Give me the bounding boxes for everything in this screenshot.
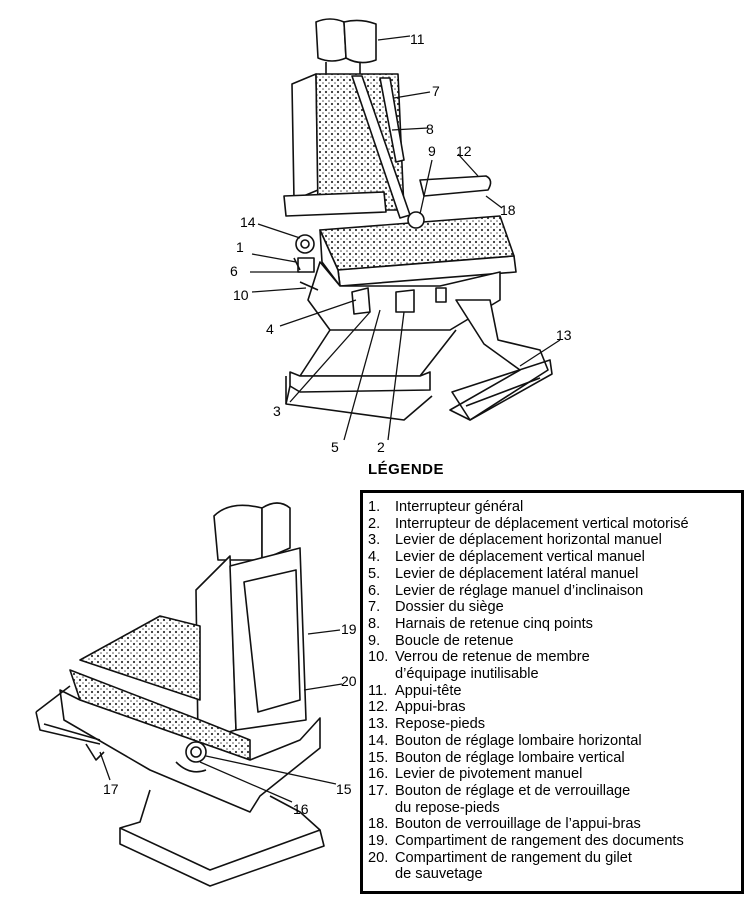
legend-item-number: 16. bbox=[368, 766, 389, 783]
legend-item-text: Bouton de réglage lombaire horizontal bbox=[395, 732, 642, 749]
callout-17: 17 bbox=[103, 781, 119, 797]
legend-item-text: Interrupteur de déplacement vertical mot… bbox=[395, 515, 689, 532]
legend-item: 11. Appui-tête bbox=[368, 683, 741, 700]
callout-15: 15 bbox=[336, 781, 352, 797]
legend-item-number: 10. bbox=[368, 649, 389, 666]
legend-item-number: 13. bbox=[368, 716, 389, 733]
legend-title: LÉGENDE bbox=[368, 461, 445, 478]
callout-11: 11 bbox=[410, 31, 425, 47]
legend-item: 13. Repose-pieds bbox=[368, 716, 741, 733]
legend-item: 19. Compartiment de rangement des documen… bbox=[368, 833, 741, 850]
legend-item-number: 18. bbox=[368, 816, 389, 833]
front-view-seat bbox=[250, 18, 561, 441]
legend-item-text: Levier de déplacement horizontal manuel bbox=[395, 532, 662, 549]
legend-item-number: 9. bbox=[368, 632, 381, 649]
legend-item: 9. Boucle de retenue bbox=[368, 633, 741, 650]
callout-10: 10 bbox=[233, 287, 249, 303]
legend-item-number: 14. bbox=[368, 732, 389, 749]
legend-item-number: 3. bbox=[368, 532, 381, 549]
callout-7: 7 bbox=[432, 83, 440, 99]
callout-14: 14 bbox=[240, 214, 256, 230]
legend-item-text-continued: d’équipage inutilisable bbox=[395, 666, 539, 683]
legend-item: 18. Bouton de verrouillage de l’appui-bra… bbox=[368, 816, 741, 833]
legend-item-number: 15. bbox=[368, 749, 389, 766]
legend-item-text: Interrupteur général bbox=[395, 499, 524, 515]
legend-item: 7. Dossier du siège bbox=[368, 599, 741, 616]
callout-9: 9 bbox=[428, 143, 436, 159]
legend-item: 14. Bouton de réglage lombaire horizontal bbox=[368, 733, 741, 750]
callout-18: 18 bbox=[500, 202, 516, 218]
legend-item: 4. Levier de déplacement vertical manuel bbox=[368, 549, 741, 566]
callout-13: 13 bbox=[556, 327, 572, 343]
legend-item-text: Appui-bras bbox=[395, 699, 466, 716]
legend-item-text: Dossier du siège bbox=[395, 599, 504, 616]
legend-item-text: Compartiment de rangement des documents bbox=[395, 833, 684, 850]
callout-1: 1 bbox=[236, 239, 244, 255]
legend-item-number: 7. bbox=[368, 599, 381, 616]
legend-item-text: Verrou de retenue de membre bbox=[395, 649, 590, 666]
legend-item: 5. Levier de déplacement latéral manuel bbox=[368, 566, 741, 583]
callout-16: 16 bbox=[293, 801, 309, 817]
legend-item-number: 17. bbox=[368, 782, 389, 799]
legend-item-text: Boucle de retenue bbox=[395, 632, 514, 649]
callout-5: 5 bbox=[331, 439, 339, 455]
callout-12: 12 bbox=[456, 143, 472, 159]
legend-item: 15. Bouton de réglage lombaire vertical bbox=[368, 750, 741, 767]
callout-3: 3 bbox=[273, 403, 281, 419]
legend-item-text: Bouton de verrouillage de l’appui-bras bbox=[395, 816, 641, 833]
legend-item-number: 20. bbox=[368, 849, 389, 866]
callout-8: 8 bbox=[426, 121, 434, 137]
legend-item: 3. Levier de déplacement horizontal manue… bbox=[368, 532, 741, 549]
callout-19: 19 bbox=[341, 621, 357, 637]
legend-item-number: 11. bbox=[368, 682, 388, 699]
legend-item-number: 6. bbox=[368, 582, 381, 599]
legend-item-number: 19. bbox=[368, 833, 389, 850]
legend-item-number: 12. bbox=[368, 699, 389, 716]
callout-2: 2 bbox=[377, 439, 385, 455]
legend-item: 6. Levier de réglage manuel d’inclinaison bbox=[368, 583, 741, 600]
legend-item: 16. Levier de pivotement manuel bbox=[368, 766, 741, 783]
legend-item-text: Levier de déplacement vertical manuel bbox=[395, 549, 645, 566]
legend-item-text: Levier de pivotement manuel bbox=[395, 766, 583, 783]
legend-item-text-continued: de sauvetage bbox=[395, 866, 483, 883]
legend-item-number: 8. bbox=[368, 615, 381, 632]
legend-item-text: Repose-pieds bbox=[395, 716, 486, 733]
legend-item-text-continued: du repose-pieds bbox=[395, 799, 500, 816]
legend-item: 2. Interrupteur de déplacement vertical m… bbox=[368, 516, 741, 533]
legend-item-text: Harnais de retenue cinq points bbox=[395, 615, 593, 632]
legend-item-number: 4. bbox=[368, 549, 381, 566]
legend-box: 1. Interrupteur général 2. Interrupteur de … bbox=[360, 490, 744, 894]
legend-item-text: Bouton de réglage et de verrouillage bbox=[395, 782, 631, 799]
legend-item-number: 1. bbox=[368, 499, 381, 515]
legend-item-number: 5. bbox=[368, 565, 381, 582]
rear-view-seat bbox=[35, 502, 343, 887]
callout-4: 4 bbox=[266, 321, 274, 337]
legend-item-text: Appui-tête bbox=[395, 682, 462, 699]
legend-item: 8. Harnais de retenue cinq points bbox=[368, 616, 741, 633]
legend-item-text: Levier de réglage manuel d’inclinaison bbox=[395, 582, 644, 599]
legend-item: 1. Interrupteur général bbox=[368, 499, 741, 516]
legend-item-text: Levier de déplacement latéral manuel bbox=[395, 565, 639, 582]
callout-6: 6 bbox=[230, 263, 238, 279]
legend-item-number: 2. bbox=[368, 515, 381, 532]
legend-item: 12. Appui-bras bbox=[368, 699, 741, 716]
legend-item-text: Bouton de réglage lombaire vertical bbox=[395, 749, 625, 766]
callout-20: 20 bbox=[341, 673, 357, 689]
legend-item-text: Compartiment de rangement du gilet bbox=[395, 849, 632, 866]
